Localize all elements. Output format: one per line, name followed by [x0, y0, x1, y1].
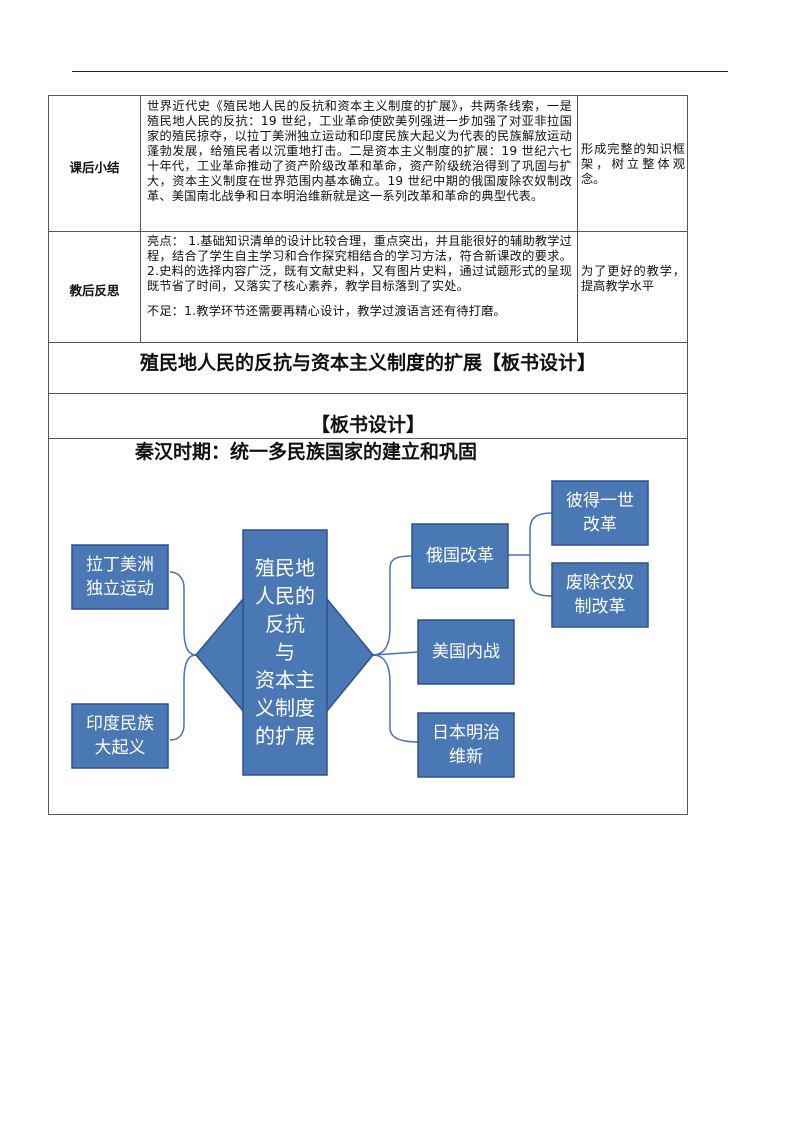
board-title: 殖民地人民的反抗与资本主义制度的扩展【板书设计】	[139, 352, 596, 374]
summary-note: 形成完整的知识框架，树立整体观念。	[581, 142, 685, 186]
grid-line	[140, 96, 141, 342]
lesson-table: 课后小结 世界近代史《殖民地人民的反抗和资本主义制度的扩展》，共两条线索，一是殖…	[48, 95, 688, 815]
center-node-line: 的扩展	[255, 724, 315, 748]
far-right-node-serfdom-line: 废除农奴	[566, 573, 634, 593]
header-rule	[72, 71, 728, 72]
center-node-line: 与	[275, 640, 295, 664]
right-bracket-mid	[372, 651, 419, 656]
grid-line	[577, 96, 578, 342]
right-bracket-top	[372, 555, 413, 656]
summary-label: 课后小结	[69, 160, 120, 175]
right-node-russia: 俄国改革	[411, 523, 509, 589]
left-bracket-top	[169, 571, 197, 656]
center-node-line: 资本主	[255, 668, 315, 692]
far-right-node-serfdom-line: 制改革	[575, 597, 626, 617]
grid-line	[49, 438, 687, 439]
center-box-shape	[242, 529, 328, 776]
reflection-shortcomings: 不足：1.教学环节还需要再精心设计，教学过渡语言还有待打磨。	[147, 304, 506, 318]
grid-line	[49, 342, 687, 343]
reflection-label: 教后反思	[69, 283, 120, 298]
sub-bracket	[529, 512, 553, 597]
diagram-nodes: 殖民地人民的反抗与资本主义制度的扩展拉丁美洲独立运动印度民族大起义俄国改革美国内…	[71, 480, 649, 778]
far-right-node-peter-shape	[551, 480, 649, 546]
left-node-india: 印度民族大起义	[71, 703, 169, 769]
board-heading: 【板书设计】	[310, 414, 425, 436]
left-node-india-line: 大起义	[95, 738, 146, 758]
summary-text: 世界近代史《殖民地人民的反抗和资本主义制度的扩展》，共两条线索，一是殖民地人民的…	[147, 99, 572, 203]
far-right-node-serfdom-shape	[551, 562, 649, 628]
left-bracket-bottom	[169, 654, 197, 741]
right-node-us-civil-war: 美国内战	[417, 619, 515, 685]
right-node-us-civil-war-line: 美国内战	[432, 642, 500, 662]
center-node-line: 反抗	[265, 612, 305, 636]
reflection-note: 为了更好的教学，提高教学水平	[581, 264, 685, 293]
right-node-meiji-line: 日本明治	[432, 723, 500, 743]
left-node-latin-america-line: 独立运动	[86, 579, 154, 599]
reflection-text: 亮点： 1.基础知识清单的设计比较合理，重点突出，并且能很好的辅助教学过程，结合…	[147, 234, 572, 319]
left-node-latin-america-line: 拉丁美洲	[86, 555, 154, 575]
left-node-india-shape	[71, 703, 169, 769]
right-node-meiji-line: 维新	[449, 747, 483, 767]
right-node-meiji: 日本明治维新	[417, 712, 515, 778]
far-right-node-serfdom: 废除农奴制改革	[551, 562, 649, 628]
grid-line	[49, 231, 687, 232]
left-node-latin-america: 拉丁美洲独立运动	[71, 544, 169, 610]
grid-line	[49, 393, 687, 394]
far-right-node-peter-line: 改革	[583, 515, 617, 535]
right-node-us-civil-war-shape	[417, 619, 515, 685]
center-node: 殖民地人民的反抗与资本主义制度的扩展	[195, 529, 374, 776]
connectors	[169, 512, 553, 743]
right-node-russia-line: 俄国改革	[426, 546, 494, 566]
center-node-line: 殖民地	[255, 556, 315, 580]
board-subtitle: 秦汉时期：统一多民族国家的建立和巩固	[135, 441, 478, 463]
center-node-line: 义制度	[255, 696, 315, 720]
far-right-node-peter-line: 彼得一世	[566, 491, 634, 511]
right-bracket-bottom	[372, 654, 419, 743]
left-node-latin-america-shape	[71, 544, 169, 610]
right-node-russia-shape	[411, 523, 509, 589]
right-node-meiji-shape	[417, 712, 515, 778]
left-node-india-line: 印度民族	[86, 714, 154, 734]
reflection-highlights: 亮点： 1.基础知识清单的设计比较合理，重点突出，并且能很好的辅助教学过程，结合…	[147, 234, 572, 293]
center-node-line: 人民的	[255, 584, 315, 608]
